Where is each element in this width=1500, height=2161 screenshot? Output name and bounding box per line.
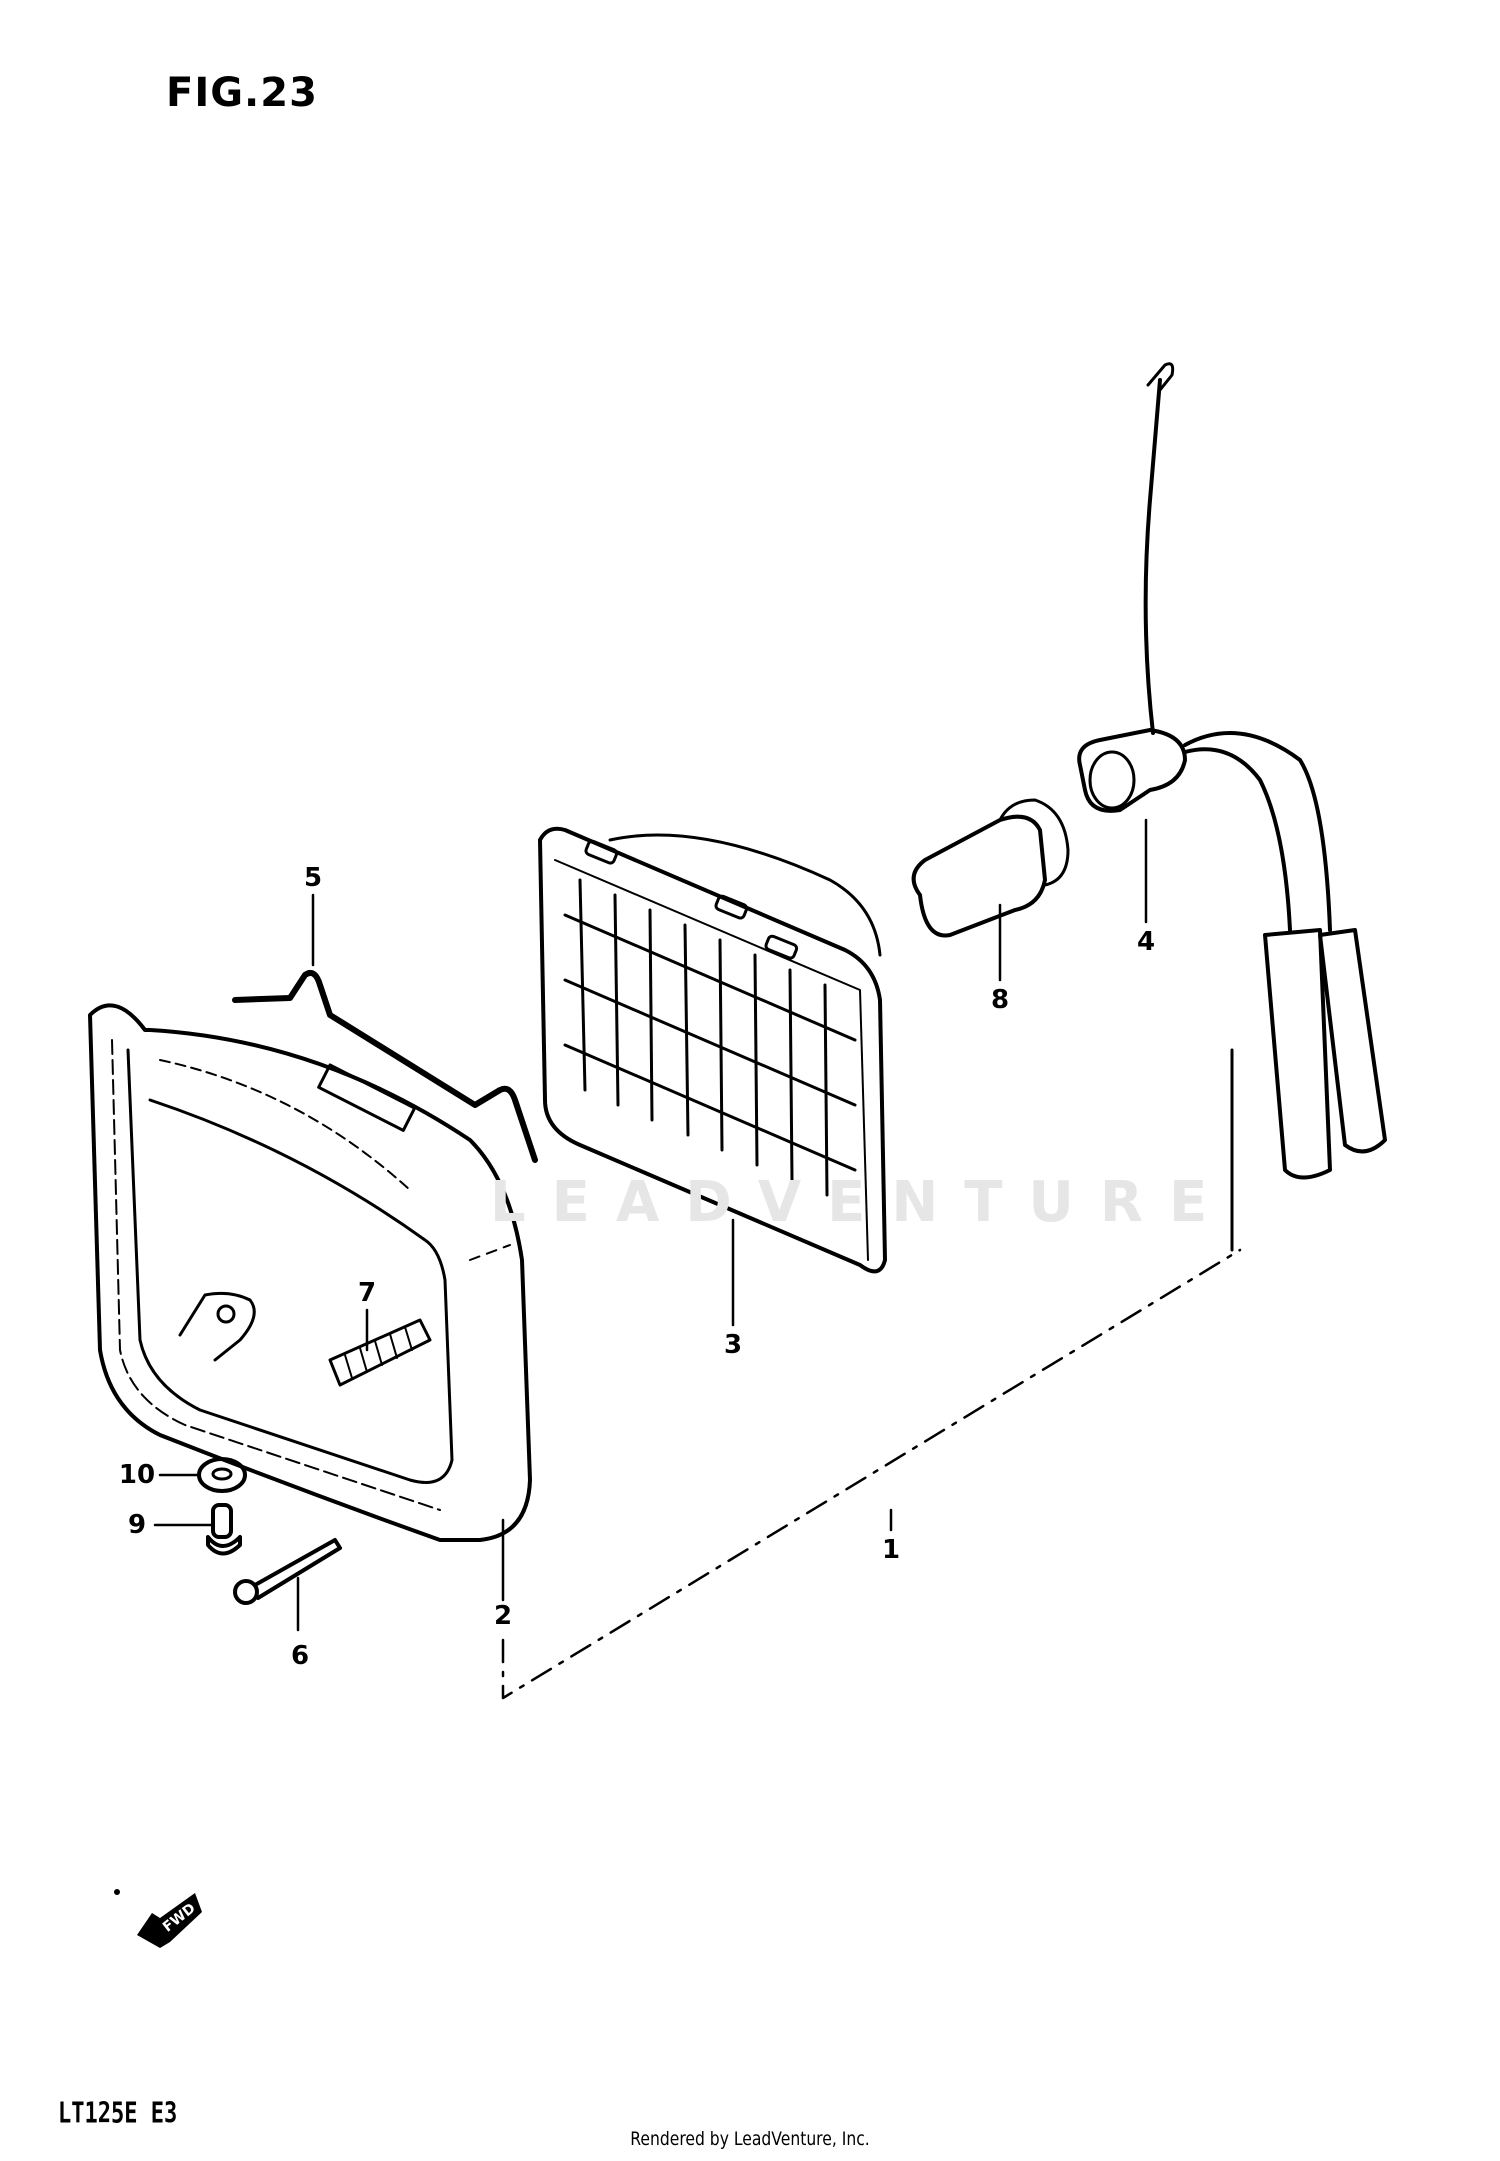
washer — [197, 1457, 247, 1493]
headlight-lens-unit — [538, 826, 887, 1274]
bulb-socket-with-wiring — [1077, 362, 1387, 1180]
callout-10: 10 — [118, 1460, 156, 1490]
watermark: LEADVENTURE — [490, 1170, 1234, 1235]
fwd-arrow-icon — [114, 1889, 202, 1948]
callout-3: 3 — [723, 1330, 743, 1360]
assembly-bracket-line — [501, 1248, 1242, 1700]
render-credit: Rendered by LeadVenture, Inc. — [630, 2128, 870, 2150]
headlight-housing-bezel — [88, 1003, 532, 1542]
callout-8: 8 — [990, 985, 1010, 1015]
spring — [328, 1318, 432, 1387]
callout-4: 4 — [1136, 927, 1156, 957]
leader-lines — [153, 818, 1234, 1632]
bolt — [206, 1503, 242, 1556]
model-code: LT125E E3 — [58, 2098, 178, 2131]
callout-9: 9 — [127, 1510, 147, 1540]
callout-2: 2 — [493, 1601, 513, 1631]
retaining-wire-spring — [232, 970, 538, 1163]
bulb — [911, 798, 1070, 938]
figure-title: FIG.23 — [166, 70, 318, 116]
callout-6: 6 — [290, 1641, 310, 1671]
callout-1: 1 — [881, 1535, 901, 1565]
adjusting-screw — [233, 1538, 342, 1605]
callout-7: 7 — [357, 1278, 377, 1308]
callout-5: 5 — [303, 863, 323, 893]
